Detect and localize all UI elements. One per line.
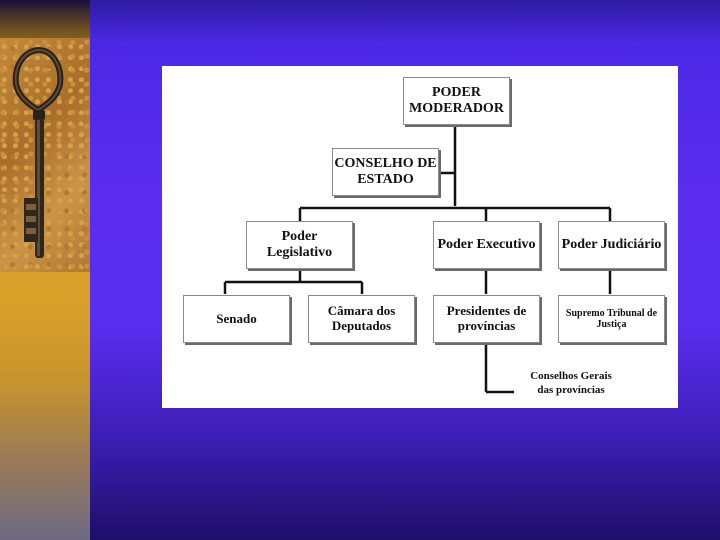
poder-moderador-box: PODER MODERADOR: [403, 77, 510, 125]
presidentes-de-provincias-box: Presidentes de províncias: [433, 295, 540, 343]
supremo-tribunal-label: Supremo Tribunal de Justiça: [565, 307, 658, 331]
poder-moderador-label: PODER MODERADOR: [409, 84, 504, 116]
connector-lines: [223, 125, 612, 394]
poder-executivo-box: Poder Executivo: [433, 221, 540, 269]
poder-judiciario-box: Poder Judiciário: [558, 221, 665, 269]
camara-dos-deputados-box: Câmara dos Deputados: [308, 295, 415, 343]
presidentes-de-provincias-label: Presidentes de províncias: [446, 303, 527, 333]
poder-judiciario-label: Poder Judiciário: [561, 236, 662, 252]
key-image-panel: [0, 38, 90, 272]
poder-legislativo-box: Poder Legislativo: [246, 221, 353, 269]
conselho-de-estado-label: CONSELHO DE ESTADO: [334, 155, 437, 187]
poder-executivo-label: Poder Executivo: [437, 236, 536, 252]
antique-iron-key-icon: [12, 46, 64, 258]
conselho-de-estado-box: CONSELHO DE ESTADO: [332, 148, 439, 196]
supremo-tribunal-box: Supremo Tribunal de Justiça: [558, 295, 665, 343]
senado-box: Senado: [183, 295, 290, 343]
camara-dos-deputados-label: Câmara dos Deputados: [327, 303, 396, 333]
senado-label: Senado: [216, 310, 257, 326]
org-chart-panel: PODER MODERADOR CONSELHO DE ESTADO Poder…: [162, 66, 678, 408]
conselhos-gerais-label: Conselhos Gerais das províncias: [530, 370, 612, 397]
poder-legislativo-label: Poder Legislativo: [266, 228, 333, 260]
